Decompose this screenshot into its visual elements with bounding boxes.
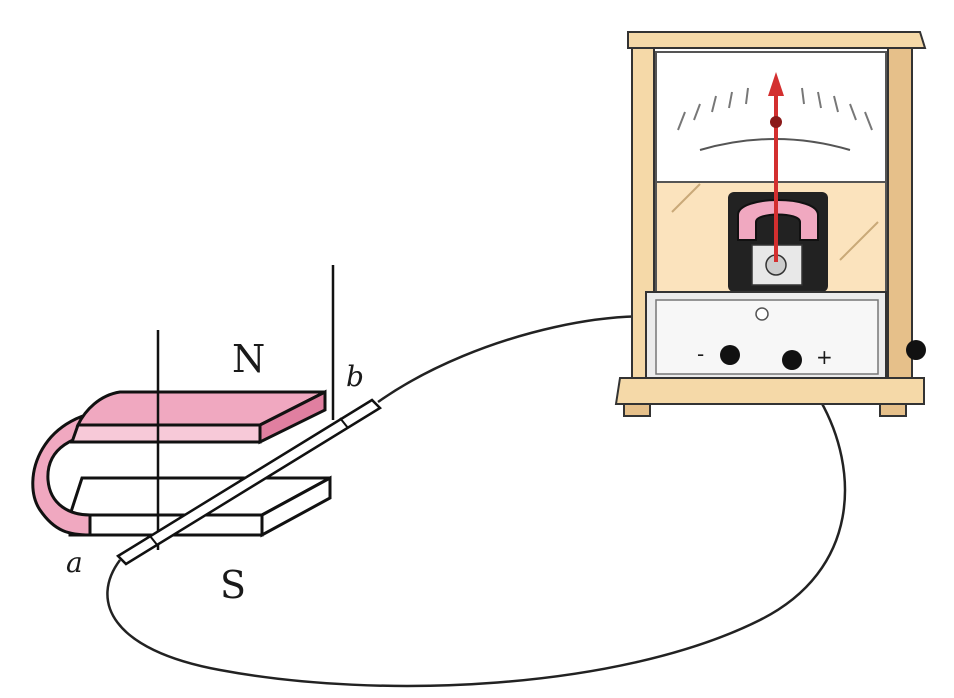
label-terminal-plus: + <box>816 345 833 369</box>
wire-from-a-to-plus <box>106 361 847 688</box>
magnet-top-arm-end <box>258 389 327 445</box>
galvanometer-icon <box>614 31 927 417</box>
label-north: N <box>232 337 265 381</box>
scale-ticks <box>677 87 873 131</box>
terminal-minus <box>720 345 740 365</box>
meter-magnet <box>737 199 819 241</box>
label-terminal-minus: - <box>697 342 704 366</box>
terminal-plus <box>782 350 802 370</box>
magnet-bend-outer <box>31 408 122 537</box>
label-end-a: a <box>66 546 83 579</box>
horseshoe-magnet-icon <box>31 389 332 538</box>
label-south: S <box>220 563 246 607</box>
label-end-b: b <box>346 360 364 393</box>
magnet-bottom-arm-end <box>260 475 332 538</box>
side-knob <box>906 340 926 360</box>
magnet-top-arm-front <box>69 423 262 444</box>
conductor-rod <box>115 398 383 566</box>
